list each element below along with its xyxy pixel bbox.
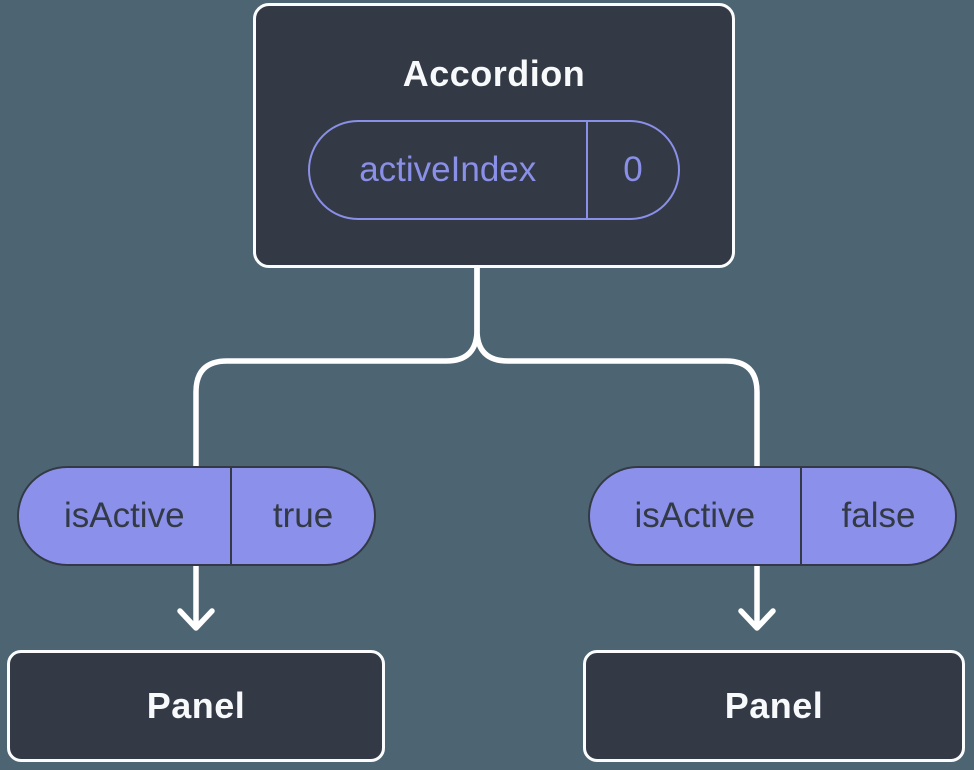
accordion-title: Accordion [402,53,586,94]
arrow-left-head-icon [177,608,215,631]
panel-component-box-right: Panel [583,650,965,762]
state-name: activeIndex [359,150,537,189]
pill-divider [585,122,588,218]
panel-component-box-left: Panel [7,650,385,762]
prop-right-value: false [841,496,916,535]
pill-divider [229,468,232,564]
prop-left-value: true [272,496,334,535]
panel-left-title: Panel [146,685,246,726]
panel-right-title: Panel [724,685,824,726]
prop-pill-left: isActive true [17,466,376,566]
state-pill: activeIndex 0 [308,120,680,220]
accordion-component-box: Accordion activeIndex 0 [253,3,735,268]
prop-pill-right: isActive false [588,466,957,566]
pill-divider [799,468,802,564]
arrow-right-head-icon [738,608,776,631]
state-value: 0 [623,150,643,189]
branch-right-line [474,263,760,469]
branch-left-line [193,263,480,469]
prop-left-name: isActive [63,496,185,535]
prop-right-name: isActive [634,496,756,535]
